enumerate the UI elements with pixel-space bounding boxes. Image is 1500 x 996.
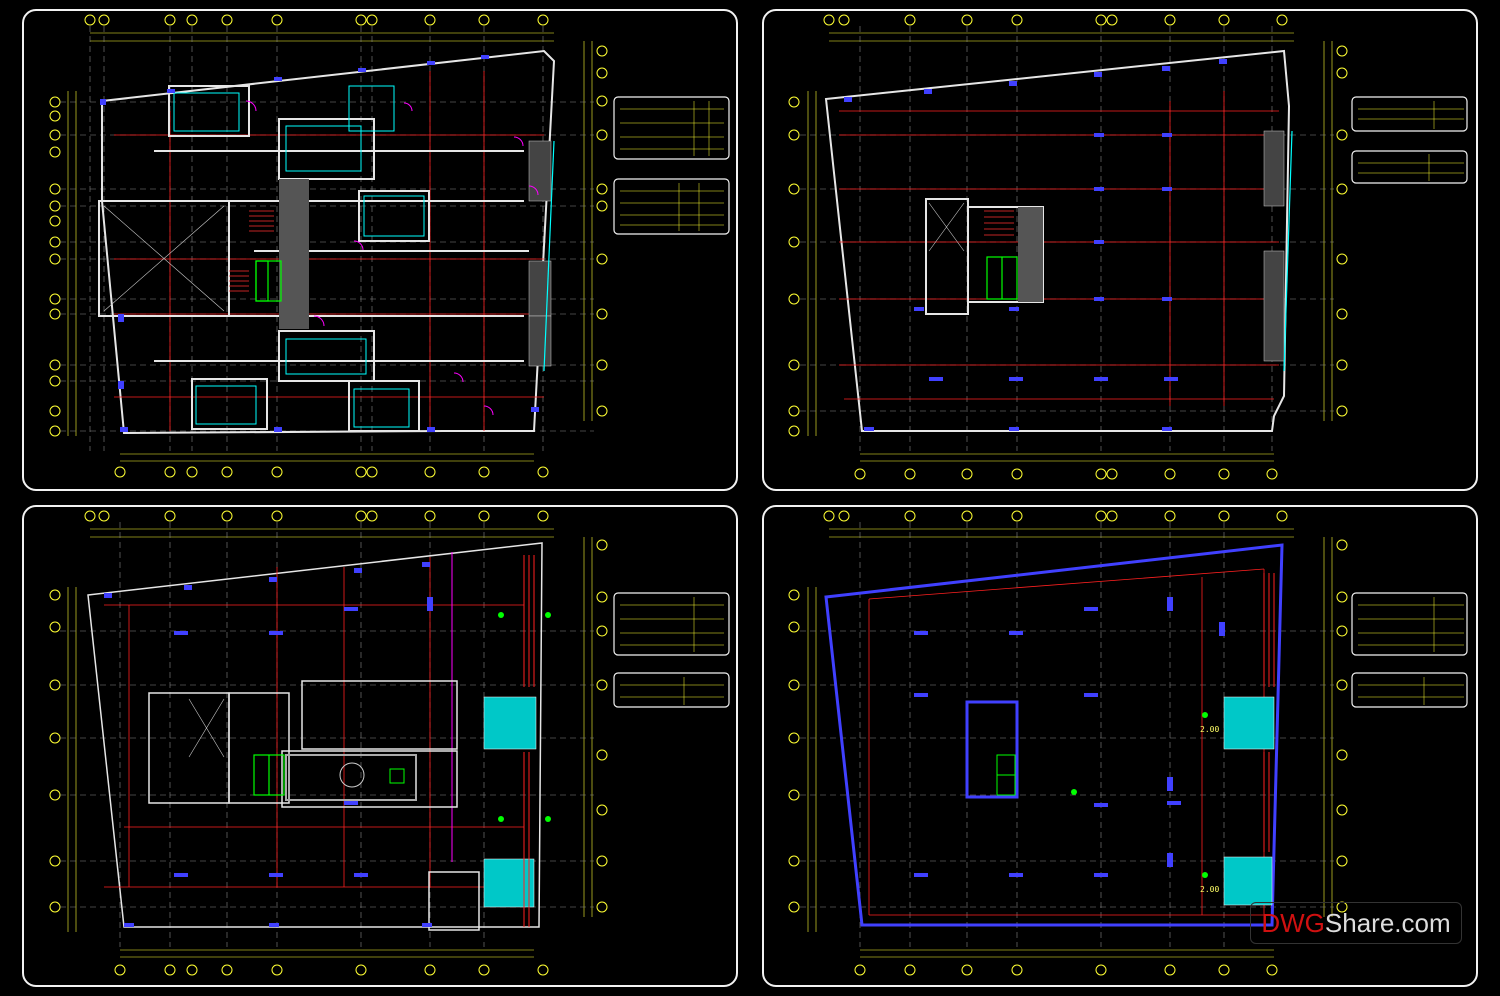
legend-tables bbox=[1351, 592, 1468, 708]
dimension-lines bbox=[67, 528, 593, 958]
watermark-rest: Share.com bbox=[1324, 908, 1451, 938]
core-walls bbox=[965, 700, 1019, 799]
legend-rows bbox=[1358, 101, 1464, 181]
green-mark bbox=[389, 768, 405, 784]
columns bbox=[100, 55, 539, 432]
watermark-logo: DWGShare.com bbox=[1250, 902, 1462, 944]
watermark-brand: DWG bbox=[1261, 908, 1325, 938]
pool-feature bbox=[285, 754, 417, 801]
columns bbox=[844, 59, 1227, 431]
plan-drawing-3 bbox=[49, 510, 730, 976]
legend-tables bbox=[613, 592, 730, 708]
plan-drawing-1 bbox=[49, 14, 730, 478]
columns bbox=[914, 597, 1225, 877]
outer-wall bbox=[101, 49, 556, 435]
ramp-hatch bbox=[523, 555, 535, 927]
bathrooms bbox=[173, 85, 425, 428]
outer-wall bbox=[824, 543, 1284, 927]
outer-wall bbox=[824, 49, 1291, 432]
void-cross bbox=[188, 698, 225, 758]
stairs bbox=[229, 210, 274, 292]
side-stairs bbox=[1263, 130, 1285, 362]
columns bbox=[104, 562, 433, 927]
ramp-hatch bbox=[1263, 573, 1275, 852]
plan-drawing-2 bbox=[788, 14, 1468, 480]
outer-wall bbox=[87, 542, 543, 928]
elevators bbox=[986, 256, 1018, 300]
ramps bbox=[1223, 696, 1275, 906]
glazing bbox=[543, 140, 555, 372]
plan-panel-top-right bbox=[762, 9, 1478, 491]
level-markers bbox=[1071, 712, 1208, 878]
core-walls bbox=[148, 680, 480, 931]
dimension-lines bbox=[807, 528, 1333, 958]
elevators bbox=[255, 260, 282, 302]
grid-lines bbox=[800, 26, 1334, 451]
beam-lines bbox=[104, 557, 524, 888]
grid-lines bbox=[60, 26, 594, 451]
legend-tables bbox=[1351, 96, 1468, 184]
grid-bubbles-top bbox=[84, 14, 549, 478]
legend-tables bbox=[613, 96, 730, 235]
legend-rows bbox=[620, 101, 724, 231]
plan-panel-bottom-right: 2.00 2.00 bbox=[762, 505, 1478, 987]
doors bbox=[245, 100, 539, 416]
ramps bbox=[483, 696, 537, 908]
glazing bbox=[1283, 130, 1293, 372]
void-cross bbox=[928, 202, 965, 252]
void-cross bbox=[103, 205, 225, 312]
elevators bbox=[253, 754, 285, 796]
corridor bbox=[279, 179, 309, 329]
plan-panel-bottom-left bbox=[22, 505, 738, 987]
beam-lines bbox=[839, 91, 1279, 406]
dimension-lines bbox=[67, 32, 593, 462]
dimension-lines bbox=[807, 32, 1333, 462]
grid-bubbles bbox=[788, 510, 1348, 976]
legend-rows bbox=[620, 597, 724, 705]
fountain-icon bbox=[339, 762, 365, 788]
side-stairs bbox=[528, 140, 552, 367]
elevation-label-2: 2.00 bbox=[1200, 885, 1220, 894]
beam-lines bbox=[868, 568, 1265, 916]
level-markers bbox=[498, 612, 551, 822]
core-shaft bbox=[1018, 207, 1043, 302]
room-walls bbox=[98, 85, 529, 432]
stairs bbox=[984, 210, 1014, 236]
elevators bbox=[996, 754, 1016, 796]
grid-bubbles bbox=[788, 14, 1348, 480]
plan-panel-top-left bbox=[22, 9, 738, 491]
grid-bubbles-left bbox=[49, 45, 608, 437]
elevation-label-1: 2.00 bbox=[1200, 725, 1220, 734]
legend-rows bbox=[1358, 597, 1464, 705]
plan-drawing-4 bbox=[788, 510, 1468, 976]
